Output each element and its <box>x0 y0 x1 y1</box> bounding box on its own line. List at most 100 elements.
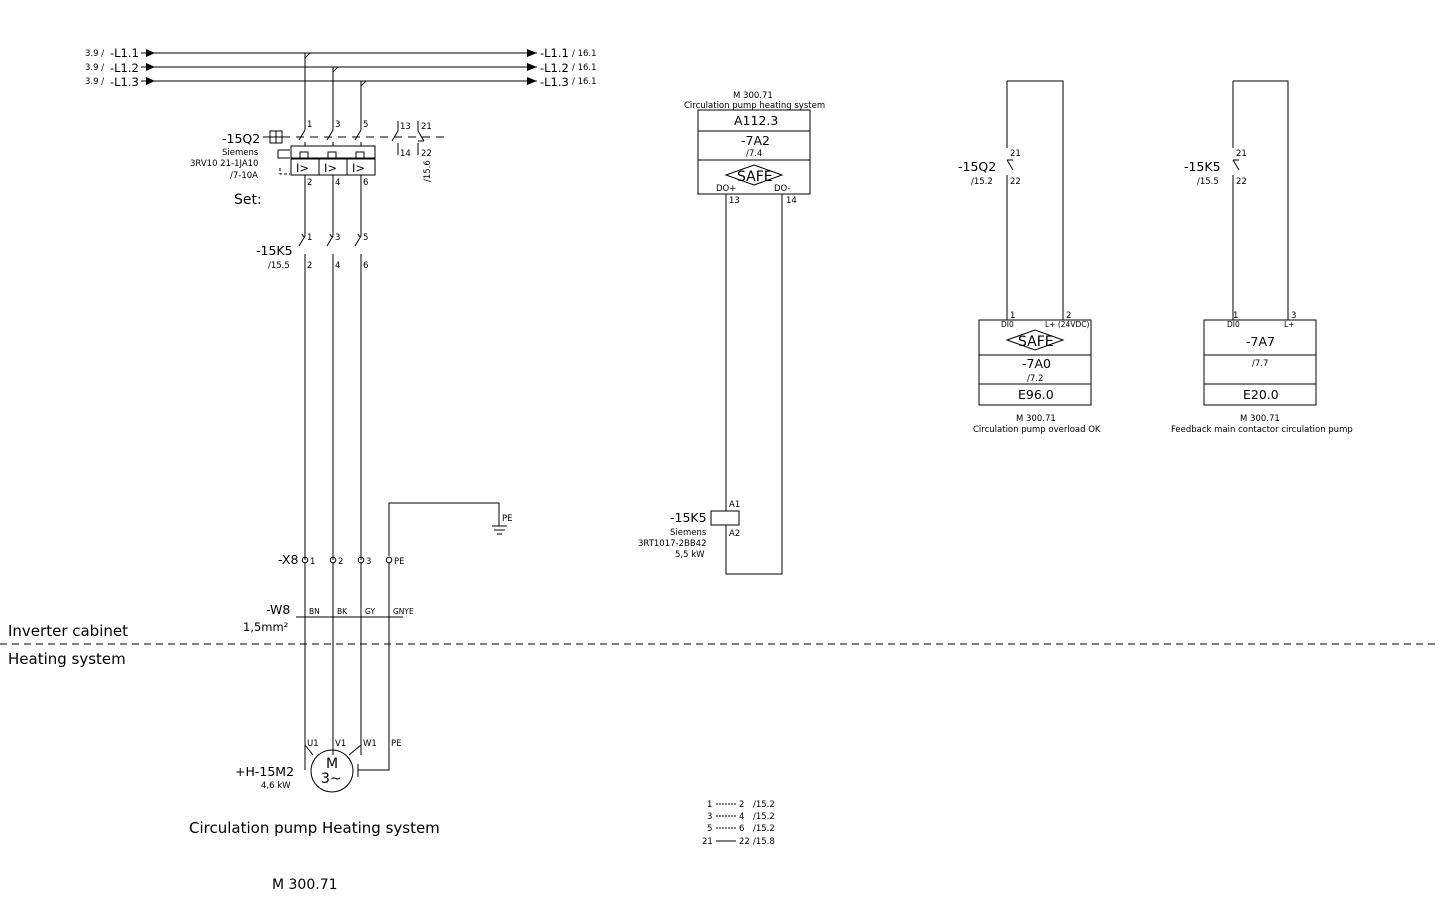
motor-terminal: V1 <box>335 739 346 749</box>
di1-ref: /7.2 <box>1027 374 1043 384</box>
line-in-label: -L1.3 <box>110 75 139 89</box>
svg-text:6: 6 <box>739 824 744 834</box>
motor-terminal: PE <box>391 739 402 749</box>
di1-footer-desc: Circulation pump overload OK <box>973 425 1101 435</box>
line-out-label: -L1.1 <box>540 46 569 60</box>
earth-label: PE <box>502 514 513 524</box>
coil-a1: A1 <box>729 500 740 510</box>
line-out-label: -L1.3 <box>540 75 569 89</box>
cable-core: BK <box>337 607 348 616</box>
main-contactor: 1 3 5 2 4 6 -15K5 /15.5 <box>256 175 368 560</box>
aux-nc-term: 22 <box>421 149 432 159</box>
coil-part: 3RT1017-2BB42 <box>638 539 706 549</box>
dout-safe: SAFE <box>737 169 773 185</box>
digital-input-overload: -15Q2 /15.2 21 22 1 2 DI0 L+ (24VDC) SAF… <box>958 80 1101 435</box>
svg-text:/15.2: /15.2 <box>753 824 775 834</box>
line-in-ref: 3.9 / <box>85 63 104 73</box>
breaker-range: /7-10A <box>230 171 258 181</box>
breaker-tag: -15Q2 <box>222 131 260 146</box>
aux-nc-term: 21 <box>421 122 432 132</box>
motor-symbol-top: M <box>326 756 338 772</box>
line-out-ref: / 16.1 <box>572 49 597 59</box>
supply-lines: 3.9 / -L1.1 -L1.1 / 16.1 3.9 / -L1.2 -L1… <box>85 46 597 112</box>
contactor-term: 3 <box>335 233 340 243</box>
motor-caption: Circulation pump Heating system <box>189 819 440 837</box>
zone-lower-label: Heating system <box>8 650 126 668</box>
di2-contact-ref: /15.5 <box>1197 177 1219 187</box>
line-in-label: -L1.1 <box>110 46 139 60</box>
svg-text:2: 2 <box>739 800 744 810</box>
dout-pin-minus: DO- <box>774 184 791 194</box>
contactor-term: 1 <box>307 233 312 243</box>
di1-tag: -7A0 <box>1022 356 1051 371</box>
svg-text:/15.8: /15.8 <box>753 837 775 847</box>
aux-no-term: 14 <box>400 149 411 159</box>
motor: U1 V1 W1 PE M 3~ +H-15M2 4,6 kW Circulat… <box>189 739 440 893</box>
di2-contact-t2: 22 <box>1236 177 1247 187</box>
di2-pin1: DI0 <box>1227 320 1240 329</box>
motor-power: 4,6 kW <box>261 781 291 791</box>
motor-terminal: W1 <box>363 739 377 749</box>
trip-symbol: I> <box>324 161 337 175</box>
dout-term-plus: 13 <box>729 196 740 206</box>
contactor-term: 5 <box>363 233 368 243</box>
cable: -W8 1,5mm² BN BK GY GNYE <box>243 602 414 634</box>
svg-text:5: 5 <box>707 824 712 834</box>
cable-size: 1,5mm² <box>243 620 288 634</box>
safe-icon <box>724 164 784 186</box>
di1-term2: 2 <box>1066 311 1071 321</box>
breaker-part: 3RV10 21-1JA10 <box>190 159 258 169</box>
line-out-label: -L1.2 <box>540 61 569 75</box>
svg-text:/15.2: /15.2 <box>753 812 775 822</box>
di1-pin2: L+ (24VDC) <box>1045 320 1089 329</box>
breaker-term: 4 <box>335 178 340 188</box>
breaker-term: 6 <box>363 178 368 188</box>
dout-pin-plus: DO+ <box>716 184 736 194</box>
svg-text:22: 22 <box>739 837 750 847</box>
svg-text:4: 4 <box>739 812 744 822</box>
trip-symbol: I> <box>352 161 365 175</box>
coil-icon <box>710 510 740 526</box>
supply-line-l1-1: 3.9 / -L1.1 -L1.1 / 16.1 <box>85 46 597 60</box>
di1-safe: SAFE <box>1018 334 1054 350</box>
cable-core: BN <box>309 607 320 616</box>
line-out-ref: / 16.1 <box>572 63 597 73</box>
cross-ref-row: 3 4 /15.2 <box>707 812 775 822</box>
contactor-ref: /15.5 <box>268 261 290 271</box>
breaker-set-label: Set: <box>234 192 262 208</box>
di1-contact-t1: 21 <box>1010 149 1021 159</box>
terminal-strip: -X8 1 2 3 PE <box>278 552 405 771</box>
zone-upper-label: Inverter cabinet <box>8 622 128 640</box>
earth-connection: PE <box>388 502 513 556</box>
di1-footer-id: M 300.71 <box>1016 414 1056 424</box>
di2-term1: 1 <box>1233 311 1238 321</box>
coil-power: 5,5 kW <box>675 550 705 560</box>
terminal: 2 <box>338 557 343 567</box>
cable-tag: -W8 <box>266 602 290 617</box>
breaker-term: 1 <box>307 120 312 130</box>
cable-core: GNYE <box>393 607 414 616</box>
di1-term1: 1 <box>1010 311 1015 321</box>
di2-contact-t1: 21 <box>1236 149 1247 159</box>
contactor-term: 2 <box>307 261 312 271</box>
digital-output-module: M 300.71 Circulation pump heating system… <box>684 91 825 575</box>
di1-contact-tag: -15Q2 <box>958 159 996 174</box>
di1-address: E96.0 <box>1018 387 1054 402</box>
di2-tag: -7A7 <box>1246 334 1275 349</box>
di2-pin2: L+ <box>1284 320 1294 329</box>
di1-pin1: DI0 <box>1001 320 1014 329</box>
terminal-strip-tag: -X8 <box>278 552 298 567</box>
breaker-term: 5 <box>363 120 368 130</box>
cable-core: GY <box>365 607 375 616</box>
di2-ref: /7.7 <box>1252 359 1268 369</box>
supply-line-l1-2: 3.9 / -L1.2 -L1.2 / 16.1 <box>85 61 597 75</box>
breaker-term: 2 <box>307 178 312 188</box>
svg-text:3: 3 <box>707 812 712 822</box>
terminal: PE <box>394 557 405 567</box>
svg-text:21: 21 <box>702 837 713 847</box>
dout-address: A112.3 <box>734 113 778 128</box>
di2-address: E20.0 <box>1243 387 1279 402</box>
svg-text:1: 1 <box>707 800 712 810</box>
terminal: 3 <box>366 557 371 567</box>
